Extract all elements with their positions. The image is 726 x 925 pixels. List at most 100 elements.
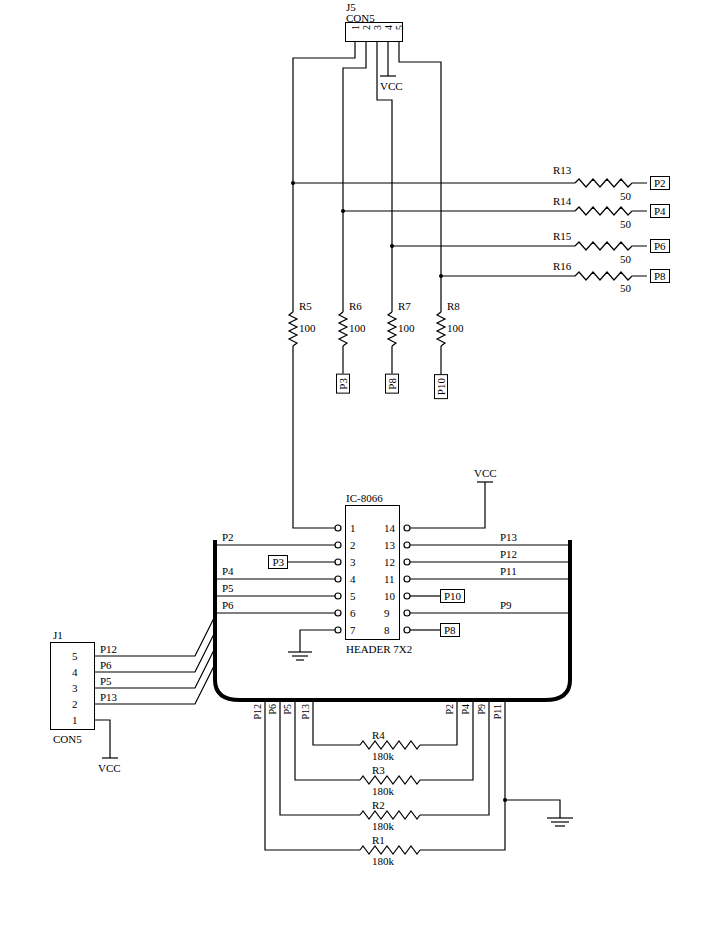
net-label-box: P10 xyxy=(440,589,465,603)
part-type: CON5 xyxy=(53,733,82,745)
bus-line xyxy=(215,540,570,700)
schematic-label: 180k xyxy=(372,785,394,797)
resistor-symbol xyxy=(575,272,647,280)
part-name: IC-8066 xyxy=(346,492,383,504)
schematic-label: R8 xyxy=(447,300,460,312)
part-name: J1 xyxy=(53,629,63,641)
schematic-label: 100 xyxy=(349,322,366,334)
schematic-label: P6 xyxy=(222,599,234,611)
schematic-label: P5 xyxy=(282,704,294,715)
schematic-label: 100 xyxy=(447,322,464,334)
net-label-box: P8 xyxy=(385,374,399,394)
schematic-label: 14 xyxy=(384,522,395,534)
schematic-label: R5 xyxy=(299,300,312,312)
net-label-box: P8 xyxy=(440,623,460,637)
schematic-label: P11 xyxy=(492,704,504,719)
resistor-symbol xyxy=(575,207,647,215)
schematic-label: 2 xyxy=(361,25,373,30)
schematic-label: P12 xyxy=(100,643,117,655)
net-label-box: P3 xyxy=(336,374,350,394)
schematic-label: P4 xyxy=(222,565,234,577)
schematic-label: R2 xyxy=(372,799,385,811)
net-label-box: P10 xyxy=(434,374,448,399)
net-name: P10 xyxy=(435,378,447,395)
schematic-label: P13 xyxy=(500,531,517,543)
schematic-label: 5 xyxy=(394,25,406,30)
resistor-symbol xyxy=(437,312,445,346)
net-label-box: P4 xyxy=(650,204,670,218)
schematic-label: 11 xyxy=(384,573,395,585)
schematic-label: 7 xyxy=(350,624,356,636)
part-name: J5 xyxy=(346,1,356,13)
schematic-label: 50 xyxy=(620,218,631,230)
schematic-label: VCC xyxy=(98,762,121,774)
schematic-label: 50 xyxy=(620,282,631,294)
schematic-label: 10 xyxy=(384,590,395,602)
schematic-label: 9 xyxy=(384,607,390,619)
schematic-label: R3 xyxy=(372,764,385,776)
schematic-label: 3 xyxy=(72,682,78,694)
net-name: P8 xyxy=(444,624,456,636)
net-name: P3 xyxy=(272,556,284,568)
schematic-label: R7 xyxy=(398,300,411,312)
schematic-label: R14 xyxy=(553,195,571,207)
schematic-label: P4 xyxy=(460,704,472,715)
schematic-label: 2 xyxy=(72,698,78,710)
schematic-label: 180k xyxy=(372,820,394,832)
schematic-label: 8 xyxy=(384,624,390,636)
schematic-label: P13 xyxy=(300,704,312,720)
schematic-label: R15 xyxy=(553,230,571,242)
schematic-label: 6 xyxy=(350,607,356,619)
resistor-symbol xyxy=(360,776,420,784)
schematic-label: 5 xyxy=(350,590,356,602)
schematic-label: 4 xyxy=(383,25,395,30)
part-type: CON5 xyxy=(346,12,375,24)
schematic-label: 180k xyxy=(372,750,394,762)
schematic-label: P6 xyxy=(100,659,112,671)
schematic-label: 5 xyxy=(72,650,78,662)
schematic-label: 1 xyxy=(350,25,362,30)
net-name: P3 xyxy=(337,378,349,390)
schematic-label: 3 xyxy=(372,25,384,30)
net-label-box: P2 xyxy=(650,176,670,190)
schematic-label: P6 xyxy=(267,704,279,715)
schematic-label: P12 xyxy=(500,548,517,560)
schematic-label: P2 xyxy=(444,704,456,715)
schematic-label: 3 xyxy=(350,556,356,568)
net-label-box: P3 xyxy=(268,555,288,569)
net-name: P2 xyxy=(654,177,666,189)
schematic-label: 4 xyxy=(72,666,78,678)
net-name: P10 xyxy=(444,590,461,602)
schematic-label: 2 xyxy=(350,539,356,551)
net-label-box: P6 xyxy=(650,239,670,253)
schematic-label: 180k xyxy=(372,855,394,867)
resistor-symbol xyxy=(360,846,420,854)
schematic-label: 1 xyxy=(350,522,356,534)
schematic-label: P11 xyxy=(500,565,517,577)
schematic-label: P9 xyxy=(500,599,512,611)
schematic-label: R4 xyxy=(372,729,385,741)
schematic-label: P13 xyxy=(100,691,117,703)
resistor-symbol xyxy=(388,312,396,346)
resistor-symbol xyxy=(360,741,420,749)
schematic-label: 13 xyxy=(384,539,395,551)
schematic-label: VCC xyxy=(474,467,497,479)
resistor-symbol xyxy=(339,312,347,346)
resistor-symbol xyxy=(575,242,647,250)
schematic-label: R16 xyxy=(553,260,571,272)
schematic-label: R13 xyxy=(553,164,571,176)
schematic-label: 12 xyxy=(384,556,395,568)
schematic-label: R6 xyxy=(349,300,362,312)
schematic-label: 1 xyxy=(72,714,78,726)
schematic-label: R1 xyxy=(372,834,385,846)
schematic-label: P5 xyxy=(100,675,112,687)
schematic-label: VCC xyxy=(380,80,403,92)
schematic-label: P5 xyxy=(222,582,234,594)
resistor-symbol xyxy=(575,179,647,187)
net-name: P8 xyxy=(386,378,398,390)
schematic-label: P2 xyxy=(222,531,234,543)
schematic-label: 4 xyxy=(350,573,356,585)
schematic-label: 100 xyxy=(398,322,415,334)
part-type: HEADER 7X2 xyxy=(346,643,412,655)
